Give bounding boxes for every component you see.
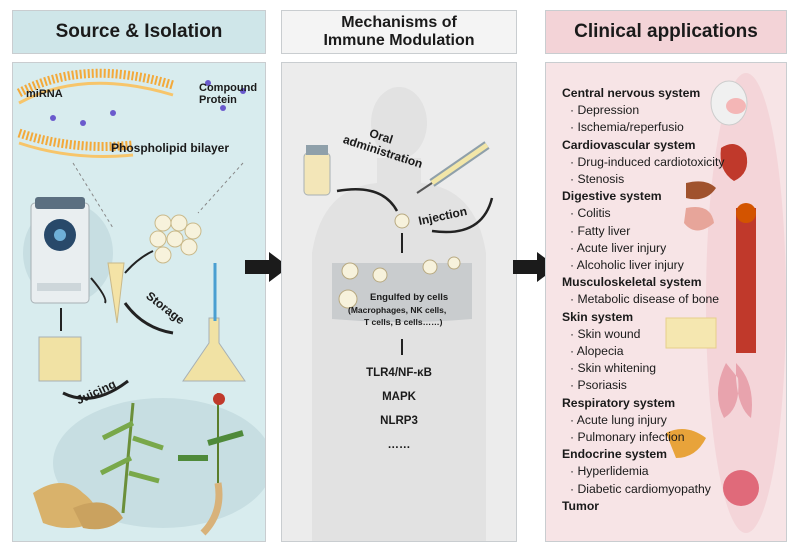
clinical-panel: Central nervous system Depression Ischem… — [545, 62, 787, 542]
system-name: Tumor — [562, 498, 600, 513]
human-silhouette — [303, 87, 494, 541]
clinical-list: Central nervous system Depression Ischem… — [562, 85, 787, 515]
mechanisms-panel-header: Mechanisms of Immune Modulation — [281, 10, 517, 54]
engulfed-label: Engulfed by cells — [370, 292, 449, 303]
disease-item: Skin wound — [562, 326, 787, 343]
disease-item: Alopecia — [562, 343, 787, 360]
system-name: Endocrine system — [562, 447, 667, 462]
system-name: Musculoskeletal system — [562, 275, 702, 290]
clinical-panel-header: Clinical applications — [545, 10, 787, 54]
mechanisms-title-line1: Mechanisms of — [341, 14, 457, 31]
disease-item: Fatty liver — [562, 223, 787, 240]
disease-item: Ischemia/reperfusio — [562, 119, 787, 136]
disease-item: Psoriasis — [562, 377, 787, 394]
source-illustration — [16, 68, 265, 536]
system-group: Central nervous system Depression Ischem… — [562, 85, 787, 137]
disease-item: Acute lung injury — [562, 412, 787, 429]
source-panel: miRNA Compound Protein Phospholipid bila… — [12, 62, 266, 542]
system-group: Respiratory system Acute lung injury Pul… — [562, 395, 787, 447]
engulfed-sub2-label: T cells, B cells……) — [364, 317, 443, 327]
system-name: Respiratory system — [562, 395, 676, 410]
system-name: Digestive system — [562, 189, 662, 204]
flow-arrow-1 — [245, 252, 289, 282]
system-group: Cardiovascular system Drug-induced cardi… — [562, 137, 787, 189]
system-group: Digestive system Colitis Fatty liver Acu… — [562, 188, 787, 274]
system-group: Skin system Skin wound Alopecia Skin whi… — [562, 309, 787, 395]
disease-item: Depression — [562, 102, 787, 119]
system-name: Cardiovascular system — [562, 137, 696, 152]
disease-item: Drug-induced cardiotoxicity — [562, 154, 787, 171]
protein-label: Protein — [199, 94, 237, 106]
disease-item: Stenosis — [562, 171, 787, 188]
bilayer-label: Phospholipid bilayer — [111, 141, 230, 155]
engulfed-sub1-label: (Macrophages, NK cells, — [348, 305, 447, 315]
source-panel-header: Source & Isolation — [12, 10, 266, 54]
disease-item: Metabolic disease of bone — [562, 291, 787, 308]
system-name: Central nervous system — [562, 86, 701, 100]
disease-item: Diabetic cardiomyopathy — [562, 481, 787, 498]
compound-label: Compound — [199, 82, 258, 94]
system-group: Endocrine system Hyperlidemia Diabetic c… — [562, 446, 787, 498]
pathway-item: MAPK — [382, 391, 416, 403]
pathway-item: TLR4/NF-κB — [366, 367, 432, 379]
disease-item: Pulmonary infection — [562, 429, 787, 446]
disease-item: Colitis — [562, 205, 787, 222]
mechanisms-panel: Oral administration Injection Engulfed b… — [281, 62, 517, 542]
system-name: Skin system — [562, 309, 634, 324]
disease-item: Alcoholic liver injury — [562, 257, 787, 274]
clinical-panel-title: Clinical applications — [574, 21, 758, 42]
disease-item: Skin whitening — [562, 360, 787, 377]
pathway-item: …… — [387, 439, 411, 451]
pathway-list: TLR4/NF-κB MAPK NLRP3 …… — [282, 361, 516, 457]
mechanisms-title-line2: Immune Modulation — [323, 32, 475, 49]
source-panel-title: Source & Isolation — [55, 21, 223, 42]
system-group: Musculoskeletal system Metabolic disease… — [562, 274, 787, 308]
disease-item: Acute liver injury — [562, 240, 787, 257]
system-group: Tumor — [562, 498, 787, 515]
pathway-item: NLRP3 — [380, 415, 418, 427]
disease-item: Hyperlidemia — [562, 463, 787, 480]
mirna-label: miRNA — [26, 88, 63, 100]
